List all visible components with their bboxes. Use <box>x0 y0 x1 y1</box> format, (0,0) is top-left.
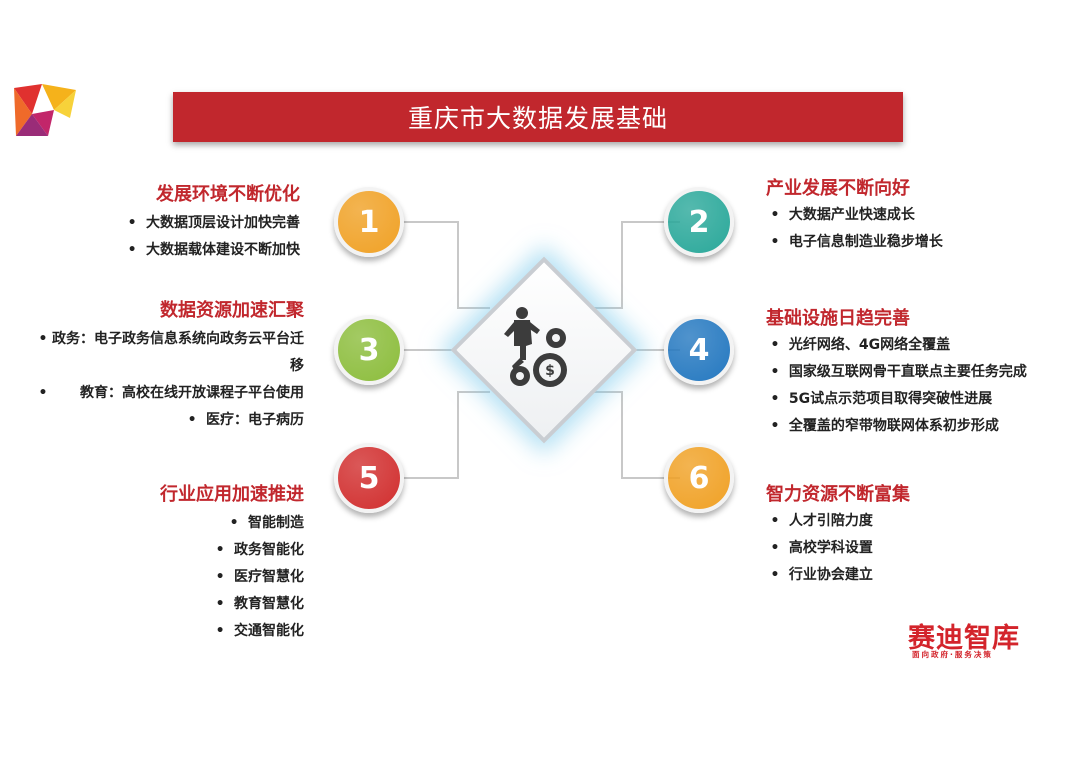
section-4-item: • 光纤网络、4G网络全覆盖 <box>770 337 951 353</box>
section-4-item: • 5G试点示范项目取得突破性进展 <box>770 391 993 407</box>
section-2: 产业发展不断向好 • 大数据产业快速成长 • 电子信息制造业稳步增长 <box>766 174 943 256</box>
section-4-item: • 国家级互联网骨干直联点主要任务完成 <box>770 364 1027 380</box>
section-3-item: •教育：高校在线开放课程子平台使用 <box>38 385 304 401</box>
number-circle-6: 6 <box>664 443 734 513</box>
section-5: 行业应用加速推进 • 智能制造 • 政务智能化 • 医疗智慧化 • 教育智慧化 … <box>100 480 304 645</box>
section-3: 数据资源加速汇聚 •政务：电子政务信息系统向政务云平台迁移 •教育：高校在线开放… <box>34 296 304 434</box>
section-5-item: • 医疗智慧化 <box>215 569 304 585</box>
number-circle-1: 1 <box>334 187 404 257</box>
section-2-item: • 电子信息制造业稳步增长 <box>770 234 943 250</box>
section-6-title: 智力资源不断富集 <box>766 484 910 505</box>
section-1-item: • 大数据载体建设不断加快 <box>127 242 300 258</box>
svg-text:$: $ <box>545 363 555 379</box>
page-title: 重庆市大数据发展基础 <box>173 92 903 142</box>
number-circle-4: 4 <box>664 315 734 385</box>
businessman-gears-icon: $ <box>504 307 567 387</box>
section-2-title: 产业发展不断向好 <box>766 178 910 199</box>
section-3-item: • 医疗：电子病历 <box>187 412 304 428</box>
number-circle-2: 2 <box>664 187 734 257</box>
section-1-title: 发展环境不断优化 <box>156 184 300 205</box>
section-5-item: • 智能制造 <box>229 515 304 531</box>
section-3-item: •政务：电子政务信息系统向政务云平台迁移 <box>38 331 304 374</box>
section-4-title: 基础设施日趋完善 <box>766 308 910 329</box>
section-6: 智力资源不断富集 • 人才引陪力度 • 高校学科设置 • 行业协会建立 <box>766 480 910 589</box>
section-5-item: • 教育智慧化 <box>215 596 304 612</box>
corner-decoration <box>14 84 76 136</box>
section-1-item: • 大数据顶层设计加快完善 <box>127 215 300 231</box>
brand-logo: 赛迪智库 <box>908 623 1020 654</box>
section-6-item: • 高校学科设置 <box>770 540 873 556</box>
section-6-item: • 人才引陪力度 <box>770 513 873 529</box>
section-5-item: • 政务智能化 <box>215 542 304 558</box>
section-6-item: • 行业协会建立 <box>770 567 873 583</box>
section-4: 基础设施日趋完善 • 光纤网络、4G网络全覆盖 • 国家级互联网骨干直联点主要任… <box>766 304 1027 440</box>
number-circle-3: 3 <box>334 315 404 385</box>
number-circle-5: 5 <box>334 443 404 513</box>
section-5-item: • 交通智能化 <box>215 623 304 639</box>
section-5-title: 行业应用加速推进 <box>160 484 304 505</box>
brand-slogan: 面向政府·服务决策 <box>912 650 993 659</box>
section-3-title: 数据资源加速汇聚 <box>160 300 304 321</box>
section-1: 发展环境不断优化 • 大数据顶层设计加快完善 • 大数据载体建设不断加快 <box>127 180 300 264</box>
section-4-item: • 全覆盖的窄带物联网体系初步形成 <box>770 418 999 434</box>
section-2-item: • 大数据产业快速成长 <box>770 207 915 223</box>
